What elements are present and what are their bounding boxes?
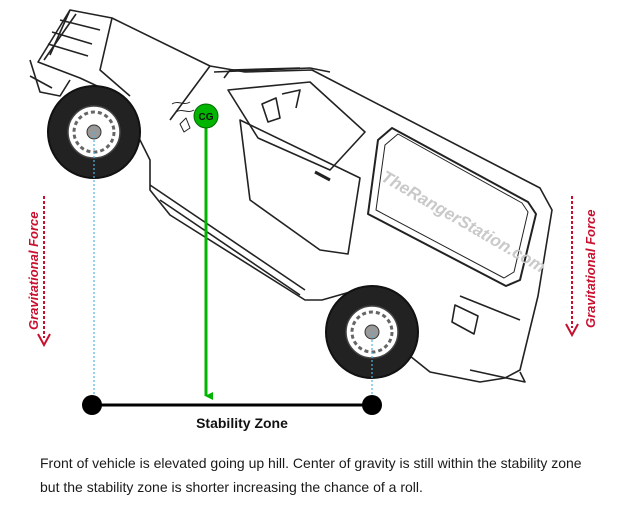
rear-contact-point bbox=[362, 395, 382, 415]
caption-line-1: Front of vehicle is elevated going up hi… bbox=[40, 455, 582, 471]
left-force-arrowhead bbox=[37, 333, 51, 348]
vehicle-drawing bbox=[29, 9, 553, 383]
right-force-arrowhead bbox=[565, 323, 579, 338]
front-contact-point bbox=[82, 395, 102, 415]
vehicle-body bbox=[37, 9, 553, 383]
cg-label: CG bbox=[199, 112, 214, 123]
cg-marker bbox=[193, 103, 219, 129]
caption-line-2: but the stability zone is shorter increa… bbox=[40, 479, 423, 495]
right-gravitational-force: Gravitational Force bbox=[565, 196, 598, 338]
right-force-label: Gravitational Force bbox=[583, 210, 598, 328]
left-gravitational-force: Gravitational Force bbox=[26, 196, 51, 348]
diagram-caption: Front of vehicle is elevated going up hi… bbox=[40, 451, 610, 499]
stability-zone-label: Stability Zone bbox=[196, 415, 288, 431]
left-force-label: Gravitational Force bbox=[26, 212, 41, 330]
